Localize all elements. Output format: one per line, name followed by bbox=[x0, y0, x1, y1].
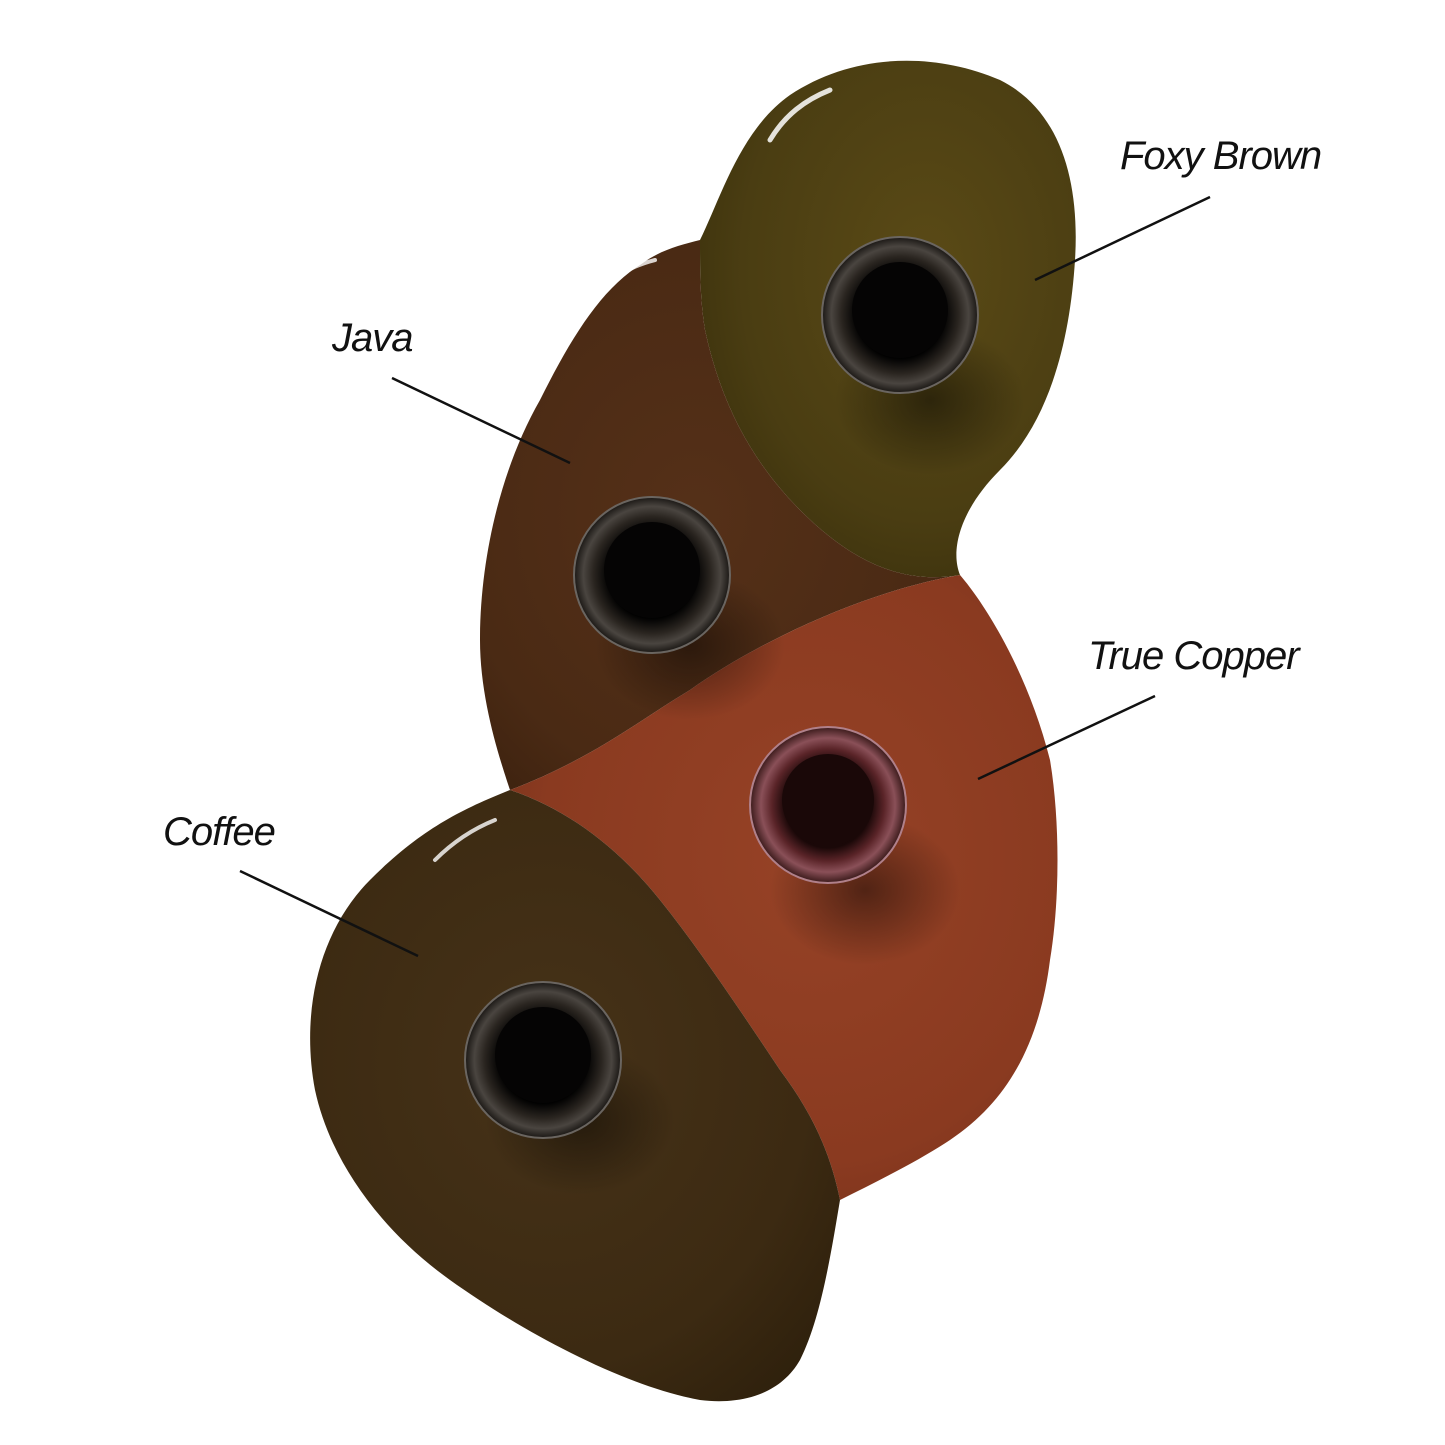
java-highlight bbox=[598, 258, 657, 292]
coffee-leader-line bbox=[239, 869, 419, 958]
java-label: Java bbox=[332, 316, 413, 360]
true-copper-label: True Copper bbox=[1088, 634, 1300, 678]
java-leader-line bbox=[391, 376, 571, 465]
foxy-brown-bottle bbox=[821, 236, 979, 394]
foxy-highlight bbox=[767, 87, 833, 143]
java-bottle bbox=[573, 496, 731, 654]
foxy-brown-label: Foxy Brown bbox=[1120, 134, 1322, 178]
coffee-bottle bbox=[464, 981, 622, 1139]
foxy-brown-leader-line bbox=[1034, 195, 1211, 282]
coffee-highlight bbox=[433, 818, 497, 862]
true-copper-bottle bbox=[749, 726, 907, 884]
true-copper-leader-line bbox=[977, 694, 1156, 781]
coffee-label: Coffee bbox=[163, 810, 276, 854]
